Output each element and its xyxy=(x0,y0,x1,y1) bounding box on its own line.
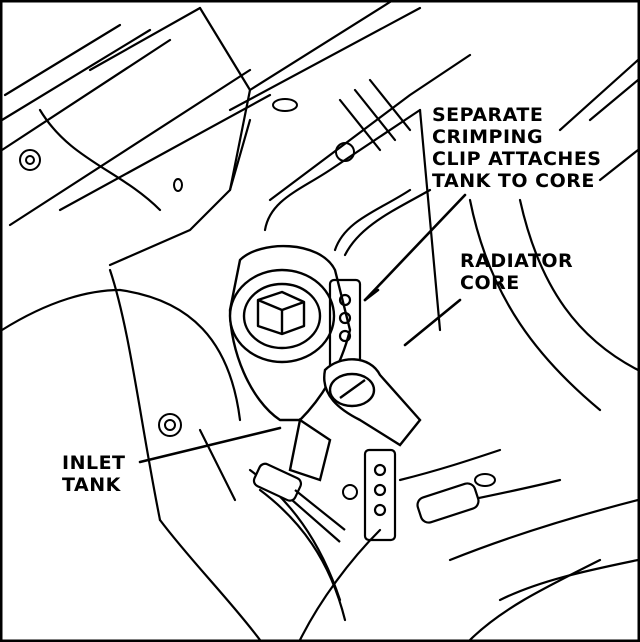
clip-callout-line-3: CLIP ATTACHES xyxy=(432,148,602,170)
fitting xyxy=(252,462,480,543)
clip-callout-line-1: SEPARATE xyxy=(432,104,544,126)
clip-callout-line-4: TANK TO CORE xyxy=(432,170,595,192)
radiator-core-callout-line-2: CORE xyxy=(460,272,520,294)
inlet-tank-callout-line-1: INLET xyxy=(62,452,126,474)
inlet-tank xyxy=(228,244,352,422)
bolts xyxy=(19,98,496,500)
clip-callout: SEPARATE CRIMPING CLIP ATTACHES TANK TO … xyxy=(432,104,601,192)
inlet-tank-callout: INLET TANK xyxy=(62,452,126,496)
hose xyxy=(288,358,422,482)
radiator-core-callout-line-1: RADIATOR xyxy=(460,250,574,272)
clip-callout-line-2: CRIMPING xyxy=(432,126,544,148)
inlet-tank-callout-line-2: TANK xyxy=(62,474,121,496)
radiator-core-callout: RADIATOR CORE xyxy=(460,250,573,294)
leader-lines xyxy=(138,193,467,464)
